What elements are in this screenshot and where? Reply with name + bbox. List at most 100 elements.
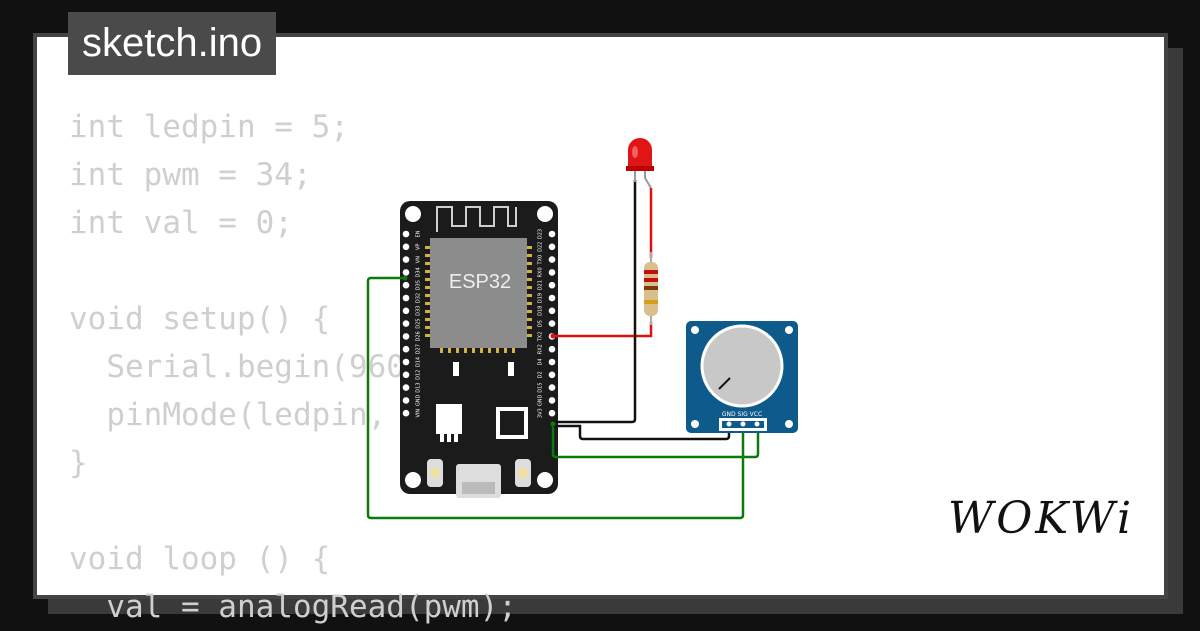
header-pin[interactable]: [402, 256, 410, 263]
pin-label: D25: [416, 318, 422, 328]
chip-pin: [496, 347, 499, 353]
pin-label: VP: [416, 244, 422, 250]
pin-label: D2: [538, 371, 544, 378]
header-pin[interactable]: [402, 384, 410, 391]
header-pin[interactable]: [402, 281, 410, 289]
header-pin[interactable]: [402, 243, 410, 251]
pin-header-right[interactable]: D23D22TX0RX0D21D19D18D5TX2RX2D4D2D15GND3…: [538, 229, 556, 418]
wire-red-d5[interactable]: [553, 322, 653, 338]
mount-hole: [537, 206, 553, 222]
joint-green: [402, 275, 408, 281]
wire-black-led-gnd[interactable]: [553, 180, 637, 424]
header-pin[interactable]: [402, 307, 410, 315]
header-pin[interactable]: [548, 371, 556, 379]
header-pin[interactable]: [548, 320, 556, 327]
chip-pin: [425, 246, 431, 249]
wires: [366, 180, 760, 520]
pin-label: D21: [538, 280, 544, 290]
chip-pin: [425, 254, 431, 257]
header-pin[interactable]: [402, 230, 410, 238]
wire-black-pot-gnd[interactable]: [553, 424, 731, 441]
led-body: [628, 138, 652, 168]
header-pin[interactable]: [548, 294, 556, 302]
pot-knob[interactable]: [700, 324, 784, 408]
smd-component: [508, 362, 514, 376]
joint-green: [550, 421, 556, 427]
header-pin[interactable]: [548, 358, 556, 366]
header-pin[interactable]: [402, 397, 410, 404]
pin-label: D13: [416, 382, 422, 392]
joint-red: [550, 333, 556, 339]
file-tab[interactable]: sketch.ino: [68, 12, 277, 75]
pin-label: RX2: [538, 344, 544, 354]
header-pin[interactable]: [402, 320, 410, 327]
smd-component: [453, 362, 459, 376]
mount-hole: [405, 472, 421, 488]
chip-pin: [480, 347, 483, 353]
potentiometer-module[interactable]: GND SIG VCC: [686, 321, 798, 433]
header-pin[interactable]: [402, 345, 410, 353]
chip-pin: [425, 334, 431, 337]
header-pin[interactable]: [548, 397, 556, 404]
led-anode-leg: [644, 168, 652, 189]
header-pin[interactable]: [402, 294, 410, 302]
chip-pin: [425, 286, 431, 289]
pin-label: D26: [416, 331, 422, 341]
header-pin[interactable]: [548, 256, 556, 263]
pin-label: GND: [416, 395, 422, 407]
chip-pin: [425, 294, 431, 297]
header-pin[interactable]: [548, 307, 556, 315]
header-pin[interactable]: [548, 243, 556, 251]
chip-pins: [425, 246, 532, 353]
pin-header-left[interactable]: ENVPVND34D35D32D33D25D26D27D14D12D13GNDV…: [402, 230, 422, 418]
pin-label: D4: [538, 358, 544, 365]
chip-pin: [526, 286, 532, 289]
code-line: void setup() {: [69, 301, 331, 337]
pot-pin-vcc[interactable]: [754, 421, 760, 427]
header-pin[interactable]: [402, 269, 410, 276]
header-pin[interactable]: [548, 281, 556, 289]
pin-label: GND: [538, 395, 544, 407]
chip-label: ESP32: [449, 271, 511, 293]
chip-pin: [526, 254, 532, 257]
pin-label: D18: [538, 306, 544, 316]
wokwi-logo: WOKWi: [948, 493, 1135, 544]
pot-pin-sig[interactable]: [740, 421, 746, 427]
wire-green-vcc[interactable]: [366, 276, 745, 520]
chip-pin: [526, 318, 532, 321]
micro-usb-inner: [462, 482, 495, 494]
wire-joints: [402, 275, 556, 427]
red-led[interactable]: [626, 138, 654, 189]
esp32-board[interactable]: ESP32 ENVPVND34D35D32D33D25D26D27D14D12D…: [400, 201, 558, 498]
chip-pin: [526, 334, 532, 337]
header-pin[interactable]: [548, 269, 556, 276]
usb-uart-chip-core: [500, 411, 524, 435]
header-pin[interactable]: [548, 230, 556, 238]
header-pin[interactable]: [548, 384, 556, 391]
header-pin[interactable]: [402, 371, 410, 379]
code-line: void loop () {: [69, 541, 331, 577]
resistor[interactable]: [644, 252, 658, 325]
wire-green-3v3[interactable]: [551, 424, 760, 459]
header-pin[interactable]: [402, 358, 410, 366]
pot-pin-labels: GND SIG VCC: [722, 411, 762, 418]
pot-pin-gnd[interactable]: [726, 421, 732, 427]
header-pin[interactable]: [402, 409, 410, 417]
pin-label: D33: [416, 306, 422, 316]
chip-pin: [526, 262, 532, 265]
regulator-leg: [440, 434, 444, 442]
pin-label: D27: [416, 344, 422, 354]
pot-mount-hole: [691, 420, 699, 428]
header-pin[interactable]: [548, 345, 556, 353]
header-pin[interactable]: [402, 333, 410, 340]
chip-pin: [526, 294, 532, 297]
pin-label: D32: [416, 293, 422, 303]
code-line: int ledpin = 5;: [69, 109, 349, 145]
pin-label: VN: [416, 256, 422, 263]
chip-pin: [504, 347, 507, 353]
pin-label: TX0: [538, 255, 544, 266]
esp32-chip: [430, 238, 527, 348]
header-pin[interactable]: [548, 409, 556, 417]
chip-pin: [526, 302, 532, 305]
